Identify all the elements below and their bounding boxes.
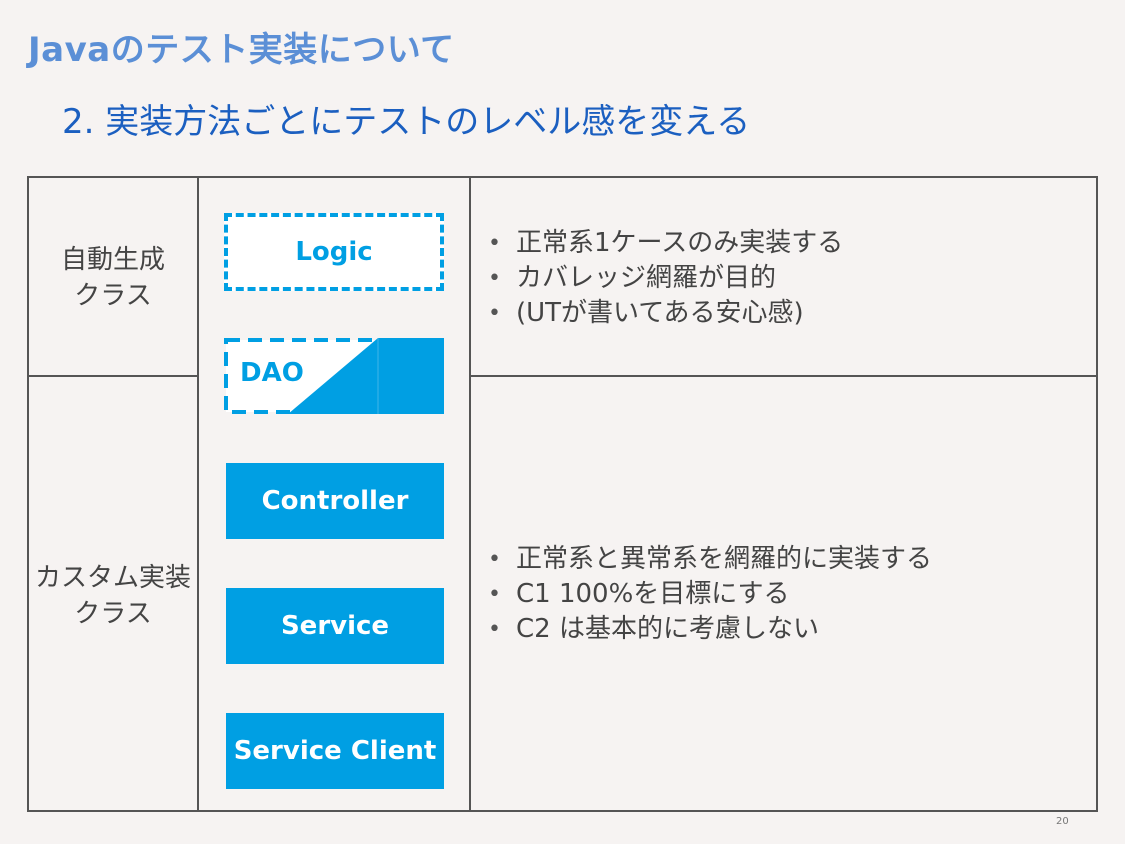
slide-title: Javaのテスト実装について	[28, 30, 455, 70]
page-number: 20	[1056, 816, 1069, 827]
row-label-line: カスタム実装	[34, 563, 191, 593]
row-label-auto-generated: 自動生成 クラス	[28, 242, 198, 314]
service-label: Service	[280, 611, 390, 641]
row-label-custom: カスタム実装 クラス	[28, 560, 198, 632]
service-box: Service	[226, 588, 444, 664]
bullet-item: C2 は基本的に考慮しない	[486, 612, 932, 647]
row-label-line: クラス	[74, 599, 152, 629]
dao-box: DAO	[224, 338, 444, 414]
controller-box: Controller	[226, 463, 444, 539]
row-label-line: 自動生成	[60, 245, 165, 275]
bullet-item: C1 100%を目標にする	[486, 577, 932, 612]
service-client-box: Service Client	[226, 713, 444, 789]
row-divider-left	[27, 375, 199, 377]
bullet-item: カバレッジ網羅が目的	[486, 261, 843, 296]
custom-bullets: 正常系と異常系を網羅的に実装する C1 100%を目標にする C2 は基本的に考…	[486, 542, 932, 647]
logic-box: Logic	[224, 213, 444, 291]
column-divider-1	[197, 176, 199, 812]
row-label-line: クラス	[74, 281, 152, 311]
table-border	[27, 176, 1098, 812]
bullet-item: 正常系と異常系を網羅的に実装する	[486, 542, 932, 577]
column-divider-2	[469, 176, 471, 812]
bullet-item: 正常系1ケースのみ実装する	[486, 226, 843, 261]
logic-label: Logic	[295, 237, 373, 267]
dao-split-shape	[224, 338, 444, 414]
slide-subtitle: 2. 実装方法ごとにテストのレベル感を変える	[62, 102, 751, 142]
controller-label: Controller	[261, 486, 409, 516]
service-client-label: Service Client	[233, 736, 437, 766]
dao-label: DAO	[240, 358, 304, 388]
auto-generated-bullets: 正常系1ケースのみ実装する カバレッジ網羅が目的 (UTが書いてある安心感)	[486, 226, 843, 331]
bullet-item: (UTが書いてある安心感)	[486, 296, 843, 331]
row-divider-right	[469, 375, 1098, 377]
